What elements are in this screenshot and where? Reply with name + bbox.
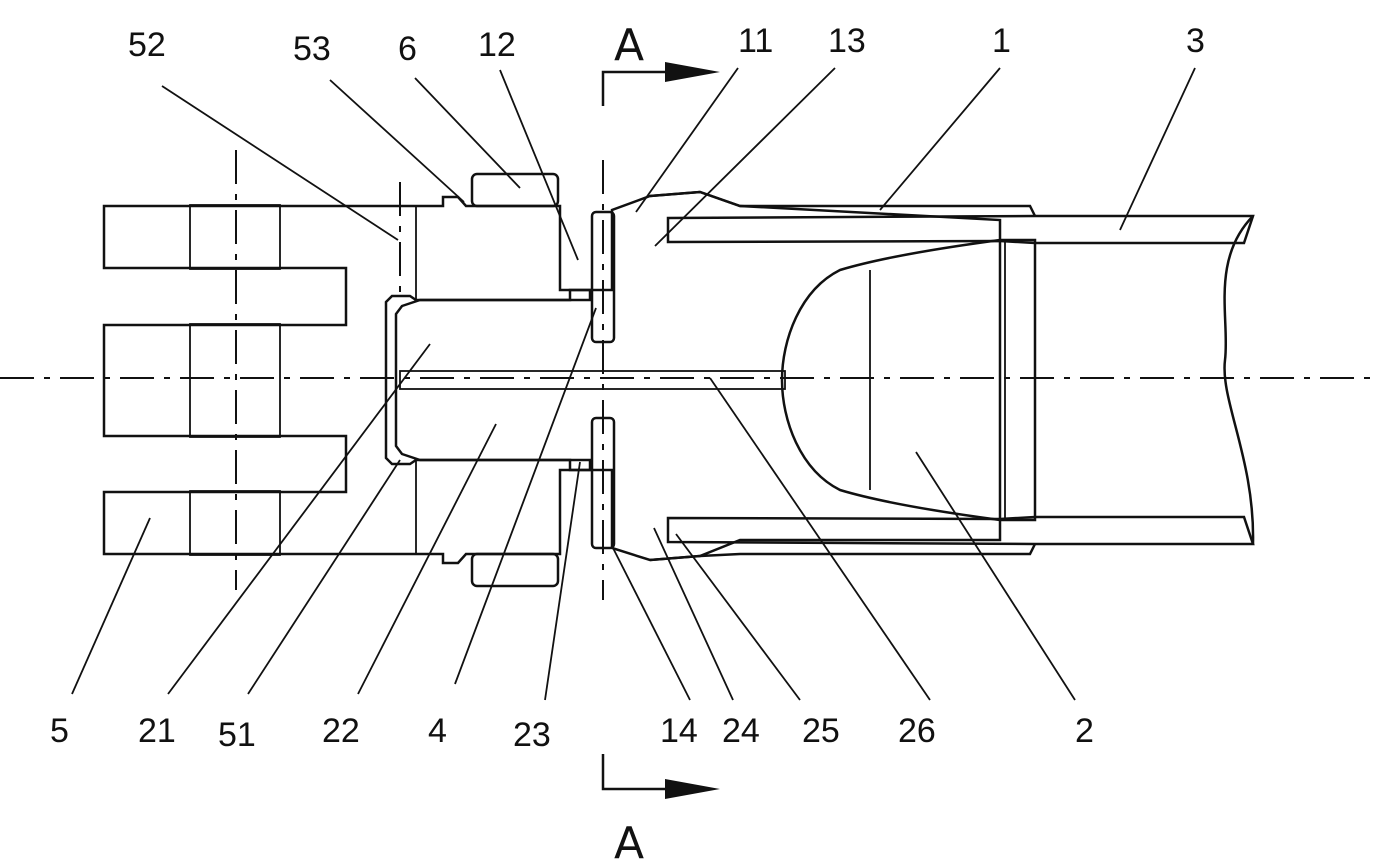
section-marker-top: A: [601, 20, 720, 106]
label-25: 25: [802, 712, 840, 750]
hose-layers-1-3: [649, 190, 1255, 562]
seal-ring-6: [470, 172, 560, 588]
label-22: 22: [322, 712, 360, 750]
label-6: 6: [398, 30, 417, 68]
label-53: 53: [293, 30, 331, 68]
inner-plug-2: [394, 190, 1037, 562]
label-51: 51: [218, 716, 256, 754]
label-13: 13: [828, 22, 866, 60]
label-14: 14: [660, 712, 698, 750]
label-21: 21: [138, 712, 176, 750]
pins-4-14: [590, 210, 616, 550]
label-24: 24: [722, 712, 760, 750]
center-lines: [0, 150, 1376, 600]
leader-lines-bottom: [71, 307, 1076, 701]
label-3: 3: [1186, 22, 1205, 60]
labels-top: 52 53 6 12 11 13 1 3: [128, 22, 1205, 68]
label-5: 5: [50, 712, 69, 750]
label-4: 4: [428, 712, 447, 750]
section-letter-top: A: [614, 20, 644, 71]
label-11: 11: [738, 22, 773, 60]
label-1: 1: [992, 22, 1011, 60]
label-26: 26: [898, 712, 936, 750]
leader-lines-top: [161, 67, 1196, 261]
section-letter-bottom: A: [614, 818, 644, 864]
section-marker-bottom: A: [601, 754, 720, 864]
labels-bottom: 5 21 51 22 4 23 14 24 25 26 2: [50, 712, 1094, 754]
label-12: 12: [478, 26, 516, 64]
label-2: 2: [1075, 712, 1094, 750]
label-52: 52: [128, 26, 166, 64]
fork-body-5: [102, 195, 592, 565]
label-23: 23: [513, 716, 551, 754]
